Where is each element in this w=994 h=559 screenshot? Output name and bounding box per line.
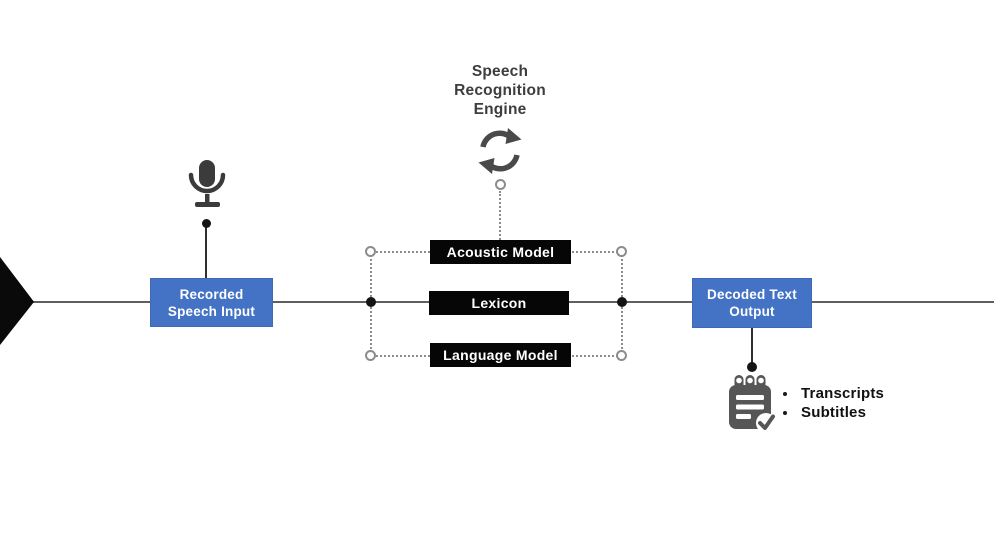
output-connector-line [751,328,753,363]
output-node-decoded-text: Decoded Text Output [692,278,812,328]
engine-title-line2: Recognition [454,82,546,99]
engine-title: Speech Recognition Engine [420,62,580,119]
bracket-circle-bottom-left [365,350,376,361]
input-node-recorded-speech: Recorded Speech Input [150,278,273,327]
bracket-circle-top-right [616,246,627,257]
engine-title-line3: Engine [473,101,527,118]
output-node-label-line2: Output [729,304,775,319]
refresh-sync-icon [478,128,522,174]
list-item-subtitles: Subtitles [780,403,884,422]
microphone-icon [188,160,226,207]
output-item-label: Transcripts [801,385,885,402]
bracket-junction-dot-left [366,297,376,307]
notepad-check-icon [729,375,776,433]
bracket-junction-dot-right [617,297,627,307]
bracket-circle-top-left [365,246,376,257]
bullet-icon [783,391,787,396]
engine-dotted-connector [499,191,501,240]
output-junction-dot [747,362,757,372]
input-node-label-line1: Recorded [179,286,244,302]
bullet-icon [783,410,787,415]
output-node-label-line1: Decoded Text [707,287,797,302]
bracket-circle-bottom-right [616,350,627,361]
model-box-language: Language Model [430,343,571,367]
model-box-lexicon: Lexicon [429,291,569,315]
mic-connector-line [205,227,207,278]
mic-junction-dot [202,219,211,228]
engine-title-line1: Speech [471,63,529,80]
output-list: Transcripts Subtitles [780,384,884,422]
flow-arrowhead-icon [0,257,34,345]
list-item-transcripts: Transcripts [780,384,884,403]
output-item-label: Subtitles [801,404,867,421]
engine-connector-circle [495,179,506,190]
model-label-acoustic: Acoustic Model [446,244,555,260]
model-label-language: Language Model [443,347,558,363]
model-box-acoustic: Acoustic Model [430,240,571,264]
model-label-lexicon: Lexicon [471,295,527,311]
input-node-label-line2: Speech Input [167,303,256,319]
